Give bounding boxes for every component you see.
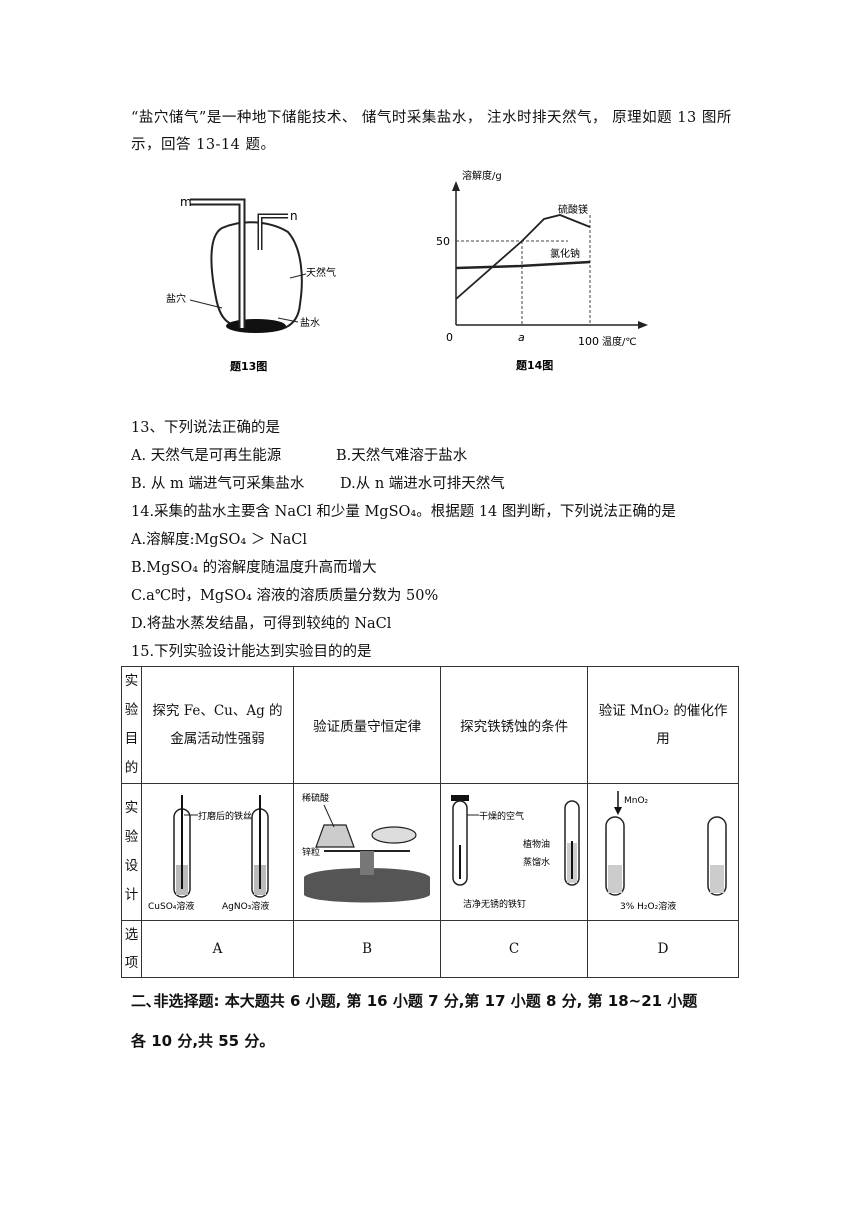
figure-13-salt-cave: m n 天然气 盐穴 盐水 题13图 xyxy=(166,195,336,373)
label-dilute-sulfuric-acid: 稀硫酸 xyxy=(302,792,329,804)
caption-fig14: 题14图 xyxy=(516,359,553,372)
goal-b: 验证质量守恒定律 xyxy=(293,666,442,784)
label-polished-iron-wire: 打磨后的铁丝 xyxy=(198,810,252,822)
option-c: C xyxy=(440,920,589,978)
figure-design-d: MnO₂ 3% H₂O₂溶液 xyxy=(605,791,727,912)
label-n: n xyxy=(290,209,298,223)
q13-stem: 13、下列说法正确的是 xyxy=(131,420,280,436)
q13-option-d: D.从 n 端进水可排天然气 xyxy=(340,476,505,492)
q14-option-a: A.溶解度:MgSO₄ ＞ NaCl xyxy=(131,532,308,548)
q13-option-b: B.天然气难溶于盐水 xyxy=(336,448,468,464)
label-zinc: 锌粒 xyxy=(302,846,320,858)
origin-label: 0 xyxy=(446,331,453,344)
q14-option-c: C.a℃时，MgSO₄ 溶液的溶质质量分数为 50% xyxy=(131,588,439,604)
q15-experiment-table: 实验目的 探究 Fe、Cu、Ag 的金属活动性强弱 验证质量守恒定律 探究铁锈蚀… xyxy=(121,666,739,978)
row-design: 实验设计 打磨后的铁丝 CuSO₄溶液 AgNO₃溶液 xyxy=(121,783,739,921)
legend-mgso4: 硫酸镁 xyxy=(558,203,588,216)
figure-design-c: 干燥的空气 植物油 蒸馏水 洁净无锈的铁钉 xyxy=(451,795,580,910)
label-agno3: AgNO₃溶液 xyxy=(222,900,269,912)
figure-14-solubility: 溶解度/g 50 0 a 100 温度/℃ 硫酸镁 氯化钠 题14图 xyxy=(436,169,648,372)
label-natural-gas: 天然气 xyxy=(306,266,336,279)
label-distilled-water: 蒸馏水 xyxy=(523,856,550,868)
q13-option-c: B. 从 m 端进气可采集盐水 xyxy=(131,476,305,492)
label-m: m xyxy=(180,195,192,209)
label-dry-air: 干燥的空气 xyxy=(479,810,524,822)
label-h2o2-solution: 3% H₂O₂溶液 xyxy=(620,900,676,912)
row-label-goal: 实验目的 xyxy=(121,666,142,784)
x-tick-a: a xyxy=(518,331,525,344)
option-a: A xyxy=(140,920,295,978)
goal-c: 探究铁锈蚀的条件 xyxy=(440,666,589,784)
design-b: 稀硫酸 锌粒 xyxy=(293,783,442,921)
design-c: 干燥的空气 植物油 蒸馏水 洁净无锈的铁钉 xyxy=(440,783,589,921)
nacl-curve xyxy=(455,260,591,270)
caption-fig13: 题13图 xyxy=(230,360,267,373)
q14-option-d: D.将盐水蒸发结晶，可得到较纯的 NaCl xyxy=(131,616,392,632)
q14-stem: 14.采集的盐水主要含 NaCl 和少量 MgSO₄。根据题 14 图判断，下列… xyxy=(131,504,676,520)
option-b: B xyxy=(293,920,442,978)
mgso4-curve xyxy=(455,214,591,300)
figure-design-a: 打磨后的铁丝 CuSO₄溶液 AgNO₃溶液 xyxy=(148,795,270,912)
label-clean-iron-nail: 洁净无锈的铁钉 xyxy=(463,898,526,910)
label-mno2: MnO₂ xyxy=(624,796,649,806)
section2-heading-line1: 二､非选择题: 本大题共 6 小题, 第 16 小题 7 分,第 17 小题 8… xyxy=(131,992,698,1010)
option-d: D xyxy=(587,920,739,978)
q13-option-a: A. 天然气是可再生能源 xyxy=(131,448,282,464)
row-label-design: 实验设计 xyxy=(121,783,142,921)
row-option: 选项 A B C D xyxy=(121,920,739,978)
section2-heading-line2: 各 10 分,共 55 分。 xyxy=(131,1032,275,1050)
row-label-option: 选项 xyxy=(121,920,142,978)
intro-paragraph: “盐穴储气”是一种地下储能技术、 储气时采集盐水， 注水时排天然气， 原理如题 … xyxy=(131,110,732,153)
y-axis-label: 溶解度/g xyxy=(462,169,502,182)
q14-option-b: B.MgSO₄ 的溶解度随温度升高而增大 xyxy=(131,560,377,576)
x-axis-label: 温度/℃ xyxy=(602,335,637,348)
goal-a: 探究 Fe、Cu、Ag 的金属活动性强弱 xyxy=(140,666,295,784)
label-vegetable-oil: 植物油 xyxy=(523,838,550,850)
label-brine: 盐水 xyxy=(300,316,320,329)
label-salt-cave: 盐穴 xyxy=(166,292,186,305)
goal-d: 验证 MnO₂ 的催化作用 xyxy=(587,666,739,784)
y-tick-50: 50 xyxy=(436,235,450,248)
design-a: 打磨后的铁丝 CuSO₄溶液 AgNO₃溶液 xyxy=(140,783,295,921)
legend-nacl: 氯化钠 xyxy=(550,247,580,260)
label-cuso4: CuSO₄溶液 xyxy=(148,900,194,912)
q15-stem: 15.下列实验设计能达到实验目的的是 xyxy=(131,644,372,660)
row-goal: 实验目的 探究 Fe、Cu、Ag 的金属活动性强弱 验证质量守恒定律 探究铁锈蚀… xyxy=(121,666,739,784)
x-tick-100: 100 xyxy=(578,335,599,348)
design-d: MnO₂ 3% H₂O₂溶液 xyxy=(587,783,739,921)
figure-design-b: 稀硫酸 锌粒 xyxy=(302,792,431,903)
